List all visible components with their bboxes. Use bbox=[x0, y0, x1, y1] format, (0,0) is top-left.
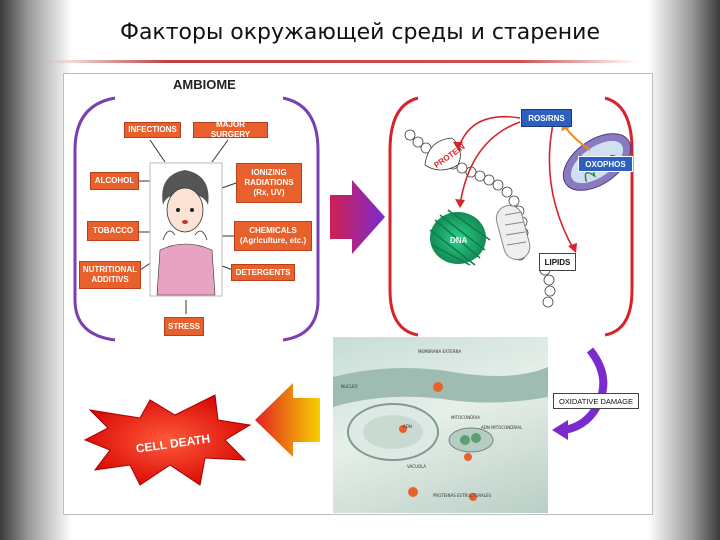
factor-infections: INFECTIONS bbox=[124, 122, 181, 138]
factor-detergents: DETERGENTS bbox=[231, 264, 295, 281]
cell-micrograph: MEMBRANA EXTERNA NUCLEO MITOCONDRIA ADN … bbox=[333, 337, 548, 513]
micro-label-membrane: MEMBRANA EXTERNA bbox=[418, 349, 462, 354]
factor-chemicals: CHEMICALS (Agriculture, etc.) bbox=[234, 221, 312, 251]
factor-major-surgery: MAJOR SURGERY bbox=[193, 120, 268, 139]
factor-tobacco: TOBACCO bbox=[87, 221, 139, 241]
title-underline bbox=[48, 60, 638, 63]
dna-label: DNA bbox=[450, 236, 468, 245]
membrane-stack bbox=[495, 204, 531, 260]
factor-stress: STRESS bbox=[164, 317, 204, 336]
micro-label-adn-mito: ADN MITOCONDRIAL bbox=[481, 425, 523, 430]
micro-label-vacuole: VACUOLA bbox=[407, 464, 427, 469]
transition-arrow-right bbox=[330, 180, 385, 254]
curved-arrow-down bbox=[564, 347, 608, 434]
micro-label-mito: MITOCONDRIA bbox=[451, 415, 480, 420]
cell-death-burst bbox=[83, 394, 252, 486]
transition-arrow-left bbox=[255, 383, 320, 457]
dna-cluster bbox=[429, 209, 491, 266]
right-bracket-left bbox=[388, 96, 419, 337]
oxophos-box: OXOPHOS bbox=[578, 156, 633, 172]
factor-alcohol: ALCOHOL bbox=[90, 172, 139, 190]
micro-label-nucleus: NUCLEO bbox=[341, 384, 358, 389]
micro-label-proteins: PROTEINAS ESTRUCTURALES bbox=[433, 493, 492, 498]
left-bracket-right bbox=[282, 96, 320, 342]
ambiome-heading: AMBIOME bbox=[173, 77, 236, 92]
oxidative-damage-box: OXIDATIVE DAMAGE bbox=[553, 393, 639, 409]
left-bracket bbox=[73, 96, 116, 342]
factor-ionizing-radiations: IONIZING RADIATIONS (Rx, UV) bbox=[236, 163, 302, 203]
micro-label-adn: ADN bbox=[403, 424, 412, 429]
micrograph-drawing bbox=[333, 367, 548, 501]
stressed-person-illustration bbox=[156, 170, 216, 296]
slide-title: Факторы окружающей среды и старение bbox=[120, 20, 600, 45]
factor-nutritional-additivs: NUTRITIONAL ADDITIVS bbox=[79, 261, 141, 289]
lipids-box: LIPIDS bbox=[539, 253, 576, 271]
right-bracket-right bbox=[604, 96, 634, 337]
ros-rns-box: ROS/RNS bbox=[521, 109, 572, 127]
